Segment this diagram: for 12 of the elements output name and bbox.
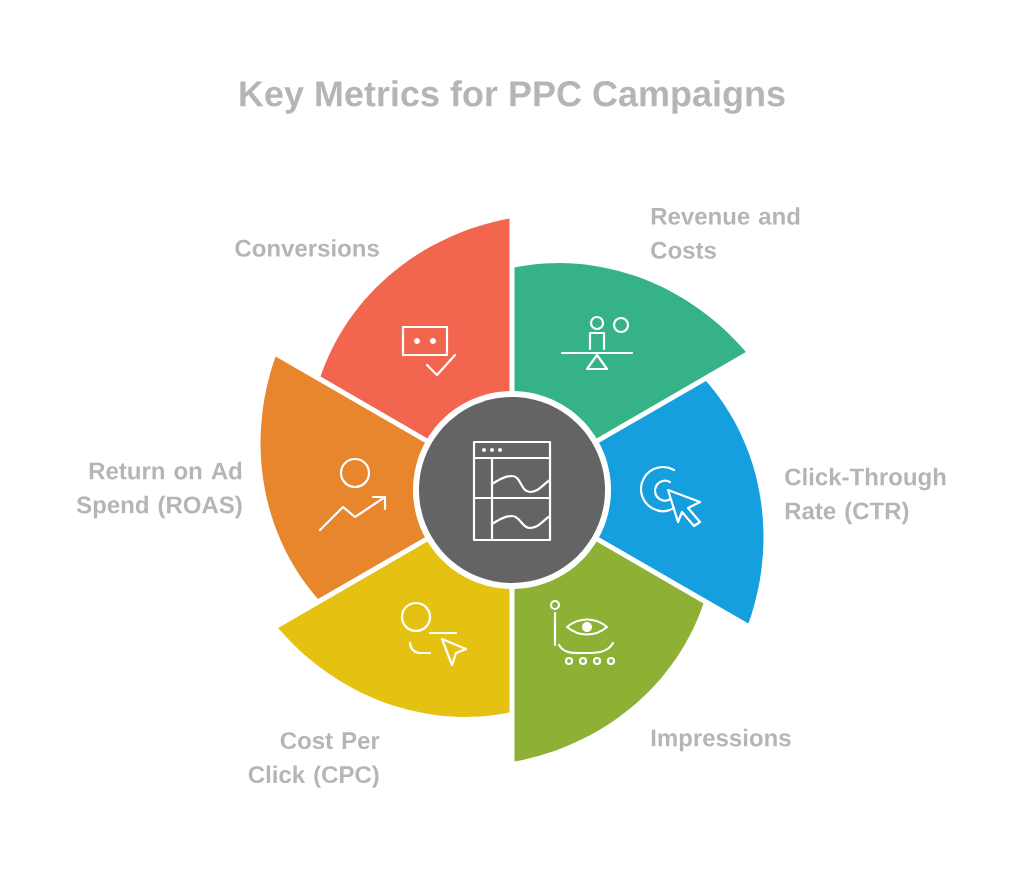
pie-segment [514, 263, 746, 439]
segment-label: Revenue and Costs [651, 207, 800, 259]
center-circle [419, 397, 605, 583]
pie-segment [278, 541, 510, 717]
segment-label: Impressions [651, 728, 791, 752]
pie-segment [599, 380, 764, 624]
title: Key Metrics for PPC Campaigns [240, 80, 785, 114]
segment-label: Conversions [235, 239, 379, 257]
segment-label: Return on Ad Spend (ROAS) [76, 461, 242, 519]
pie-segment [260, 356, 425, 600]
segment-label: Click-Through Rate (CTR) [785, 467, 946, 525]
segment-label: Cost Per Click (CPC) [248, 732, 380, 788]
